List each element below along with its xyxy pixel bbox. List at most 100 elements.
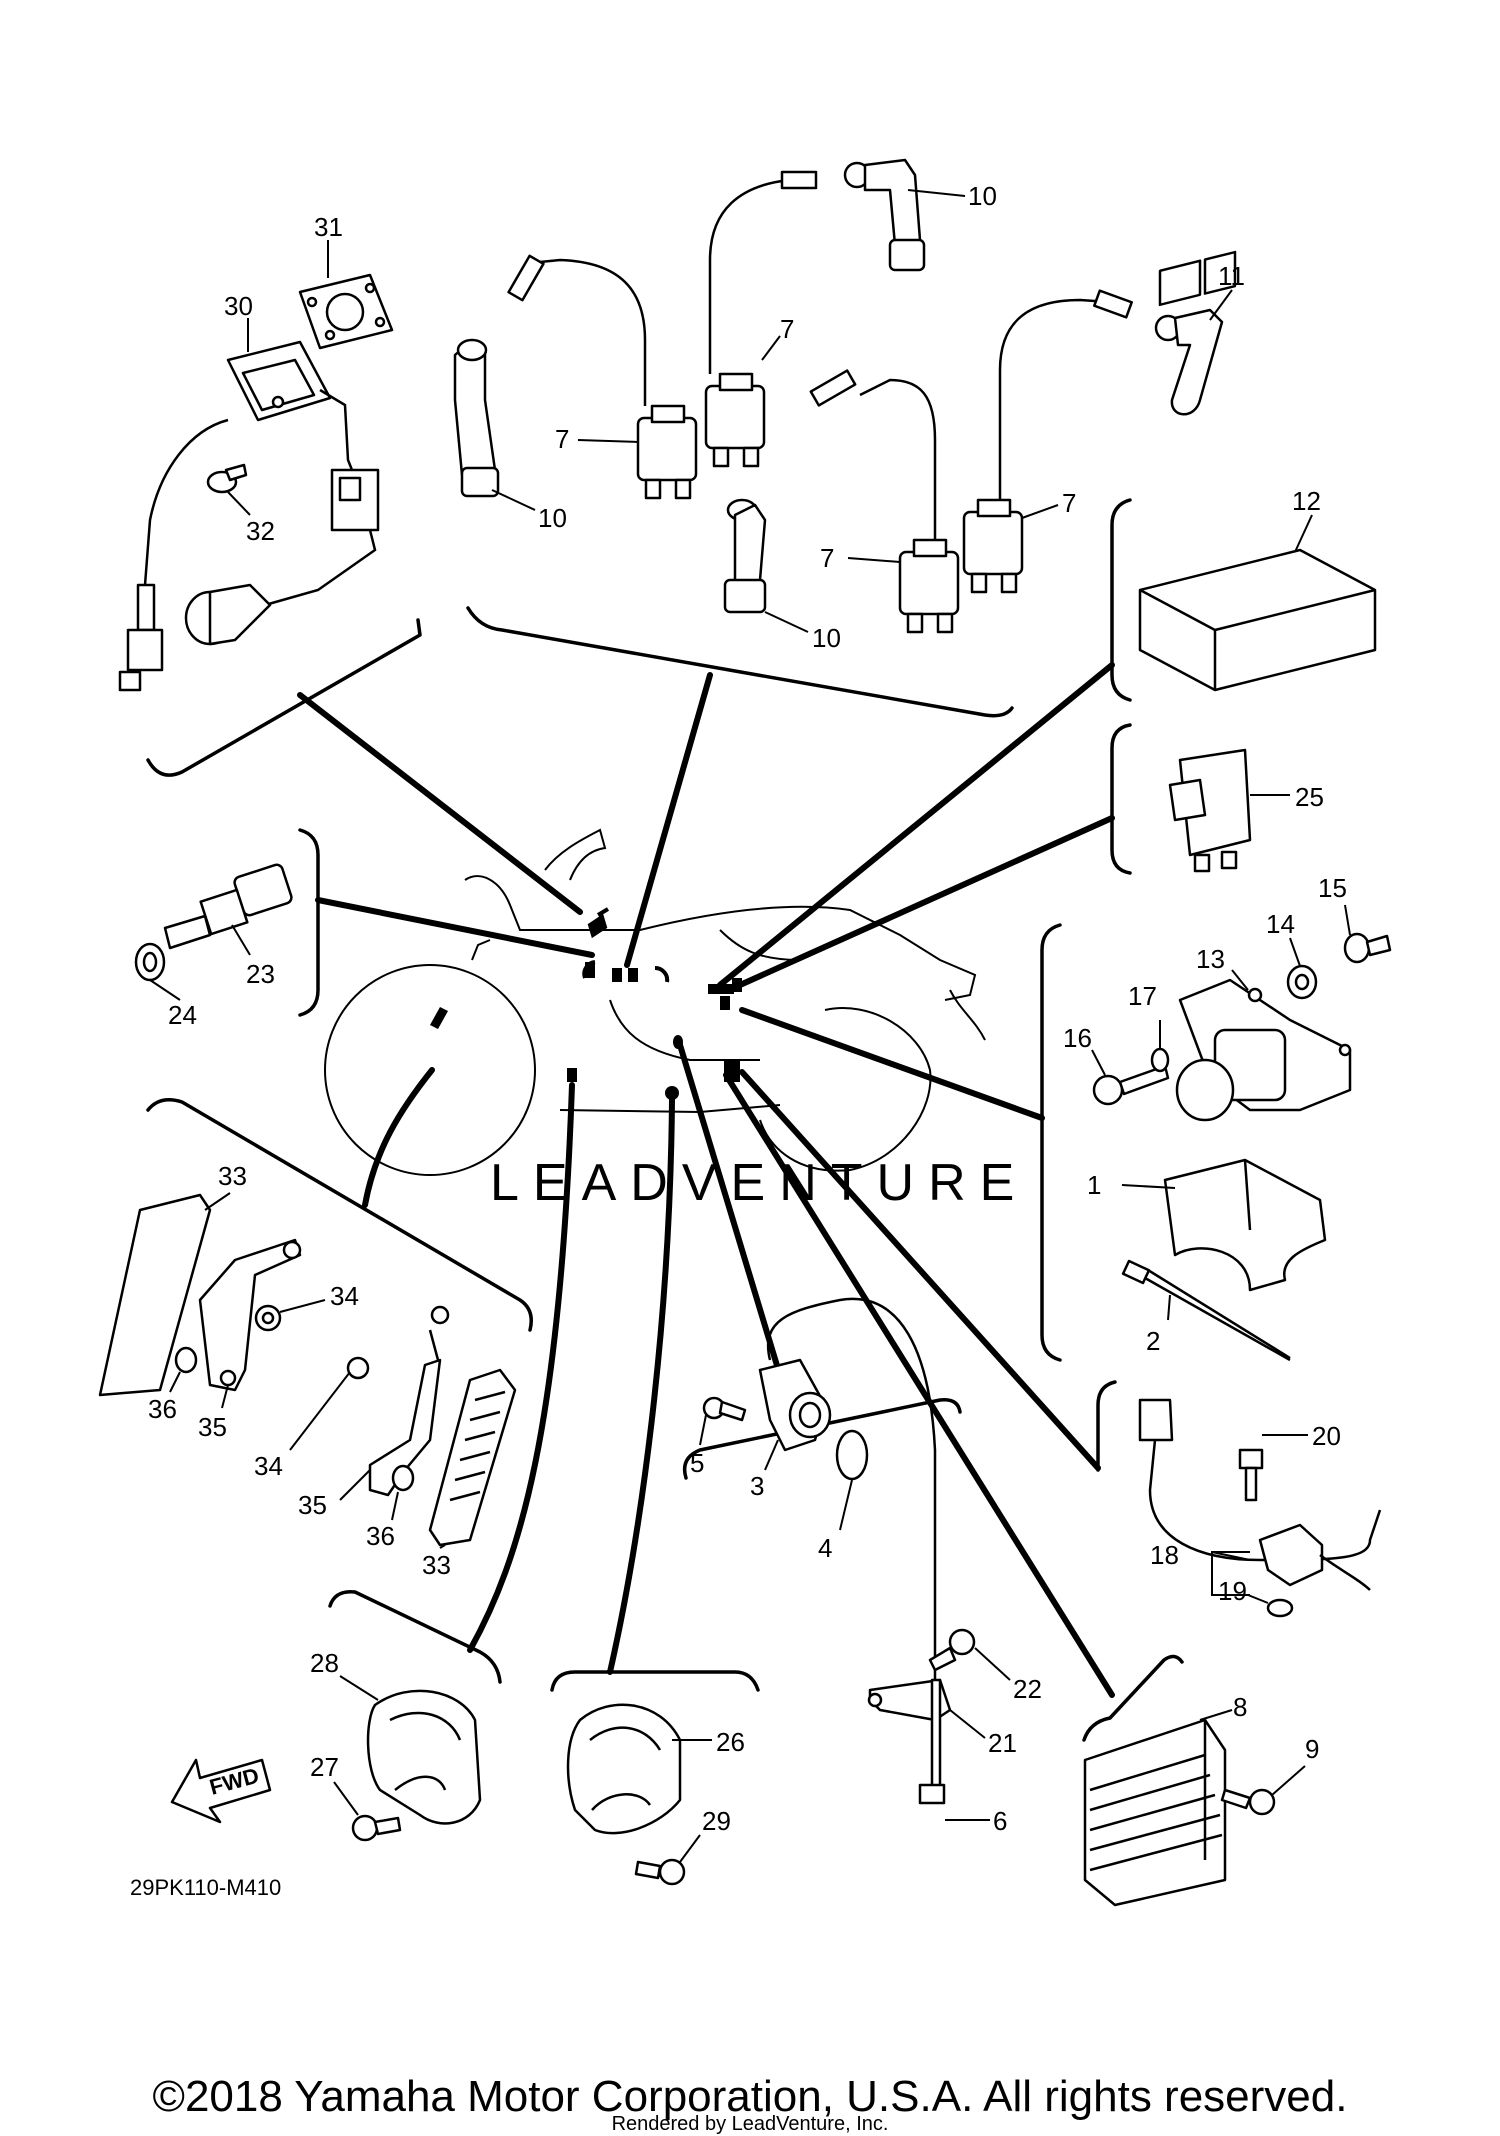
spark-plug-cap bbox=[723, 498, 767, 614]
callout-4: 4 bbox=[818, 1533, 832, 1563]
plug-wire-end bbox=[507, 170, 1133, 407]
bolt bbox=[1343, 932, 1392, 964]
horn bbox=[566, 1703, 682, 1835]
sensor-lead-connector bbox=[918, 1678, 946, 1805]
callout-29: 29 bbox=[702, 1806, 731, 1836]
bolt bbox=[1092, 1064, 1170, 1106]
speed-sensor bbox=[1138, 1398, 1382, 1591]
o-ring bbox=[1266, 1598, 1294, 1618]
rectifier-regulator bbox=[1083, 1718, 1227, 1907]
grommet bbox=[1286, 964, 1318, 1000]
ignition-coil bbox=[962, 298, 1111, 594]
callout-32: 32 bbox=[246, 516, 275, 546]
ignition-coil bbox=[859, 378, 960, 634]
callout-12: 12 bbox=[1292, 486, 1321, 516]
callout-26: 26 bbox=[716, 1727, 745, 1757]
callout-33-lower: 33 bbox=[422, 1550, 451, 1580]
washer bbox=[391, 1464, 415, 1492]
bike-connector-marks bbox=[430, 907, 742, 1100]
callout-23: 23 bbox=[246, 959, 275, 989]
callout-35-lower: 35 bbox=[298, 1490, 327, 1520]
bolt bbox=[351, 1814, 402, 1842]
reflector bbox=[428, 1368, 517, 1547]
copyright-notice: ©2018 Yamaha Motor Corporation, U.S.A. A… bbox=[152, 2072, 1348, 2121]
bolt bbox=[1238, 1448, 1264, 1502]
callout-33-upper: 33 bbox=[218, 1161, 247, 1191]
relay-cover bbox=[1163, 1158, 1327, 1292]
screw bbox=[206, 463, 248, 494]
callout-18: 18 bbox=[1150, 1540, 1179, 1570]
callout-7-right: 7 bbox=[1062, 488, 1076, 518]
callout-9: 9 bbox=[1305, 1734, 1319, 1764]
relay bbox=[1168, 748, 1252, 873]
callout-5: 5 bbox=[690, 1448, 704, 1478]
callout-2: 2 bbox=[1146, 1326, 1160, 1356]
temperature-sensor bbox=[163, 863, 293, 950]
callout-15: 15 bbox=[1318, 873, 1347, 903]
callout-13: 13 bbox=[1196, 944, 1225, 974]
leadventure-watermark: LEADVENTURE bbox=[490, 1154, 1028, 1212]
washer bbox=[1150, 1047, 1170, 1073]
horn bbox=[366, 1689, 482, 1825]
reflector-bracket bbox=[198, 1238, 302, 1392]
callout-30: 30 bbox=[224, 291, 253, 321]
nut bbox=[254, 1304, 282, 1332]
callout-31: 31 bbox=[314, 212, 343, 242]
leader-lines bbox=[146, 498, 1184, 1742]
starter-relay bbox=[1175, 978, 1352, 1122]
washer bbox=[134, 942, 166, 982]
fuel-sender-assembly bbox=[118, 340, 380, 692]
ignition-coil bbox=[539, 258, 698, 500]
callout-36-upper: 36 bbox=[148, 1394, 177, 1424]
callout-22: 22 bbox=[1013, 1674, 1042, 1704]
callout-7-left: 7 bbox=[555, 424, 569, 454]
callout-34-upper: 34 bbox=[330, 1281, 359, 1311]
callout-35-upper: 35 bbox=[198, 1412, 227, 1442]
wire-clamp bbox=[867, 1678, 952, 1722]
bolt bbox=[928, 1628, 976, 1672]
callout-1: 1 bbox=[1087, 1170, 1101, 1200]
crank-sensor bbox=[758, 1297, 937, 1680]
callout-3: 3 bbox=[750, 1471, 764, 1501]
callout-16: 16 bbox=[1063, 1023, 1092, 1053]
cable-tie bbox=[1121, 1259, 1291, 1362]
callout-10-lower: 10 bbox=[812, 623, 841, 653]
nut bbox=[346, 1356, 370, 1380]
callout-24: 24 bbox=[168, 1000, 197, 1030]
gasket bbox=[298, 273, 394, 350]
reflector bbox=[98, 1193, 212, 1397]
diagram-code: 29PK110-M410 bbox=[130, 1875, 281, 1900]
callout-20: 20 bbox=[1312, 1421, 1341, 1451]
callout-8: 8 bbox=[1233, 1692, 1247, 1722]
ecu-unit bbox=[1138, 250, 1377, 692]
spark-plug-cap bbox=[453, 338, 500, 498]
washer bbox=[174, 1346, 198, 1374]
callout-14: 14 bbox=[1266, 909, 1295, 939]
o-ring bbox=[835, 1429, 869, 1481]
ignition-coil bbox=[704, 178, 812, 468]
callout-19: 19 bbox=[1218, 1576, 1247, 1606]
reflector-bracket bbox=[368, 1305, 450, 1497]
bolt bbox=[702, 1396, 747, 1422]
callout-27: 27 bbox=[310, 1752, 339, 1782]
bolt bbox=[1220, 1788, 1276, 1816]
callout-25: 25 bbox=[1295, 782, 1324, 812]
forward-direction-arrow: FWD bbox=[170, 1758, 272, 1824]
callout-6: 6 bbox=[993, 1806, 1007, 1836]
callout-36-lower: 36 bbox=[366, 1521, 395, 1551]
bolt bbox=[634, 1858, 686, 1886]
callout-11: 11 bbox=[1218, 261, 1245, 291]
callout-10-top: 10 bbox=[968, 181, 997, 211]
rendered-by-note: Rendered by LeadVenture, Inc. bbox=[611, 2113, 889, 2135]
callout-17: 17 bbox=[1128, 981, 1157, 1011]
spark-plug-cap bbox=[1154, 308, 1224, 416]
callout-34-lower: 34 bbox=[254, 1451, 283, 1481]
spark-plug-cap bbox=[843, 158, 926, 272]
callout-21: 21 bbox=[988, 1728, 1017, 1758]
callout-7-lower: 7 bbox=[820, 543, 834, 573]
callout-28: 28 bbox=[310, 1648, 339, 1678]
callout-7-upper: 7 bbox=[780, 314, 794, 344]
callouts: 31 30 32 10 7 7 10 11 7 7 10 12 bbox=[148, 181, 1351, 1863]
motorcycle-outline bbox=[324, 828, 986, 1176]
